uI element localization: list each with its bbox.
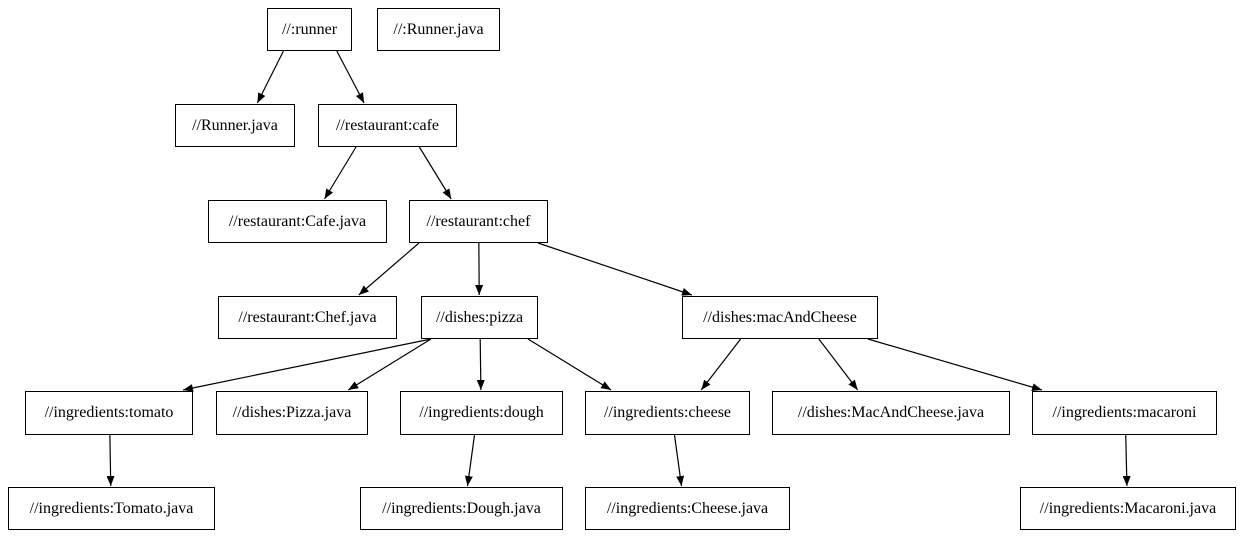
graph-node-macaroni: //ingredients:macaroni	[1032, 391, 1217, 435]
graph-node-runner: //:runner	[267, 8, 352, 51]
graph-node-runner-java-root: //:Runner.java	[377, 8, 500, 51]
graph-edge-dough--dough-java	[464, 434, 476, 487]
graph-edge-pizza--dough	[476, 338, 485, 391]
graph-node-pizza: //dishes:pizza	[421, 296, 538, 339]
graph-node-runner-java: //Runner.java	[175, 104, 295, 147]
graph-edge-macandcheese--macandcheese-java	[818, 338, 859, 391]
graph-edge-runner--runner-java	[256, 50, 284, 104]
graph-edge-runner--cafe	[336, 50, 365, 104]
graph-node-cafe-java: //restaurant:Cafe.java	[208, 200, 387, 243]
graph-node-macandcheese: //dishes:macAndCheese	[682, 296, 878, 339]
graph-edge-chef--macandcheese	[537, 242, 693, 296]
graph-node-dough-java: //ingredients:Dough.java	[360, 487, 563, 530]
graph-node-dough: //ingredients:dough	[400, 391, 563, 435]
graph-edge-macaroni--macaroni-java	[1122, 434, 1131, 487]
graph-edge-macandcheese--cheese	[700, 338, 742, 391]
graph-edge-pizza--tomato	[182, 338, 432, 392]
graph-edge-chef--chef-java	[358, 242, 420, 296]
graph-node-macandcheese-java: //dishes:MacAndCheese.java	[772, 391, 1010, 435]
graph-node-macaroni-java: //ingredients:Macaroni.java	[1020, 487, 1236, 530]
graph-node-cheese: //ingredients:cheese	[585, 391, 750, 435]
graph-node-tomato-java: //ingredients:Tomato.java	[8, 487, 215, 530]
graph-node-cheese-java: //ingredients:Cheese.java	[585, 487, 790, 530]
graph-edge-cheese--cheese-java	[673, 434, 685, 487]
graph-edge-pizza--pizza-java	[347, 338, 432, 391]
graph-edge-cafe--cafe-java	[323, 146, 357, 200]
graph-edge-cafe--chef	[418, 146, 452, 200]
graph-edge-macandcheese--macaroni	[867, 338, 1043, 392]
graph-node-pizza-java: //dishes:Pizza.java	[216, 391, 368, 435]
graph-node-chef: //restaurant:chef	[409, 200, 548, 243]
graph-node-chef-java: //restaurant:Chef.java	[218, 296, 397, 339]
graph-edge-pizza--cheese	[527, 338, 612, 391]
graph-node-cafe: //restaurant:cafe	[318, 104, 457, 147]
graph-node-tomato: //ingredients:tomato	[25, 391, 193, 435]
graph-edge-tomato--tomato-java	[106, 434, 115, 487]
